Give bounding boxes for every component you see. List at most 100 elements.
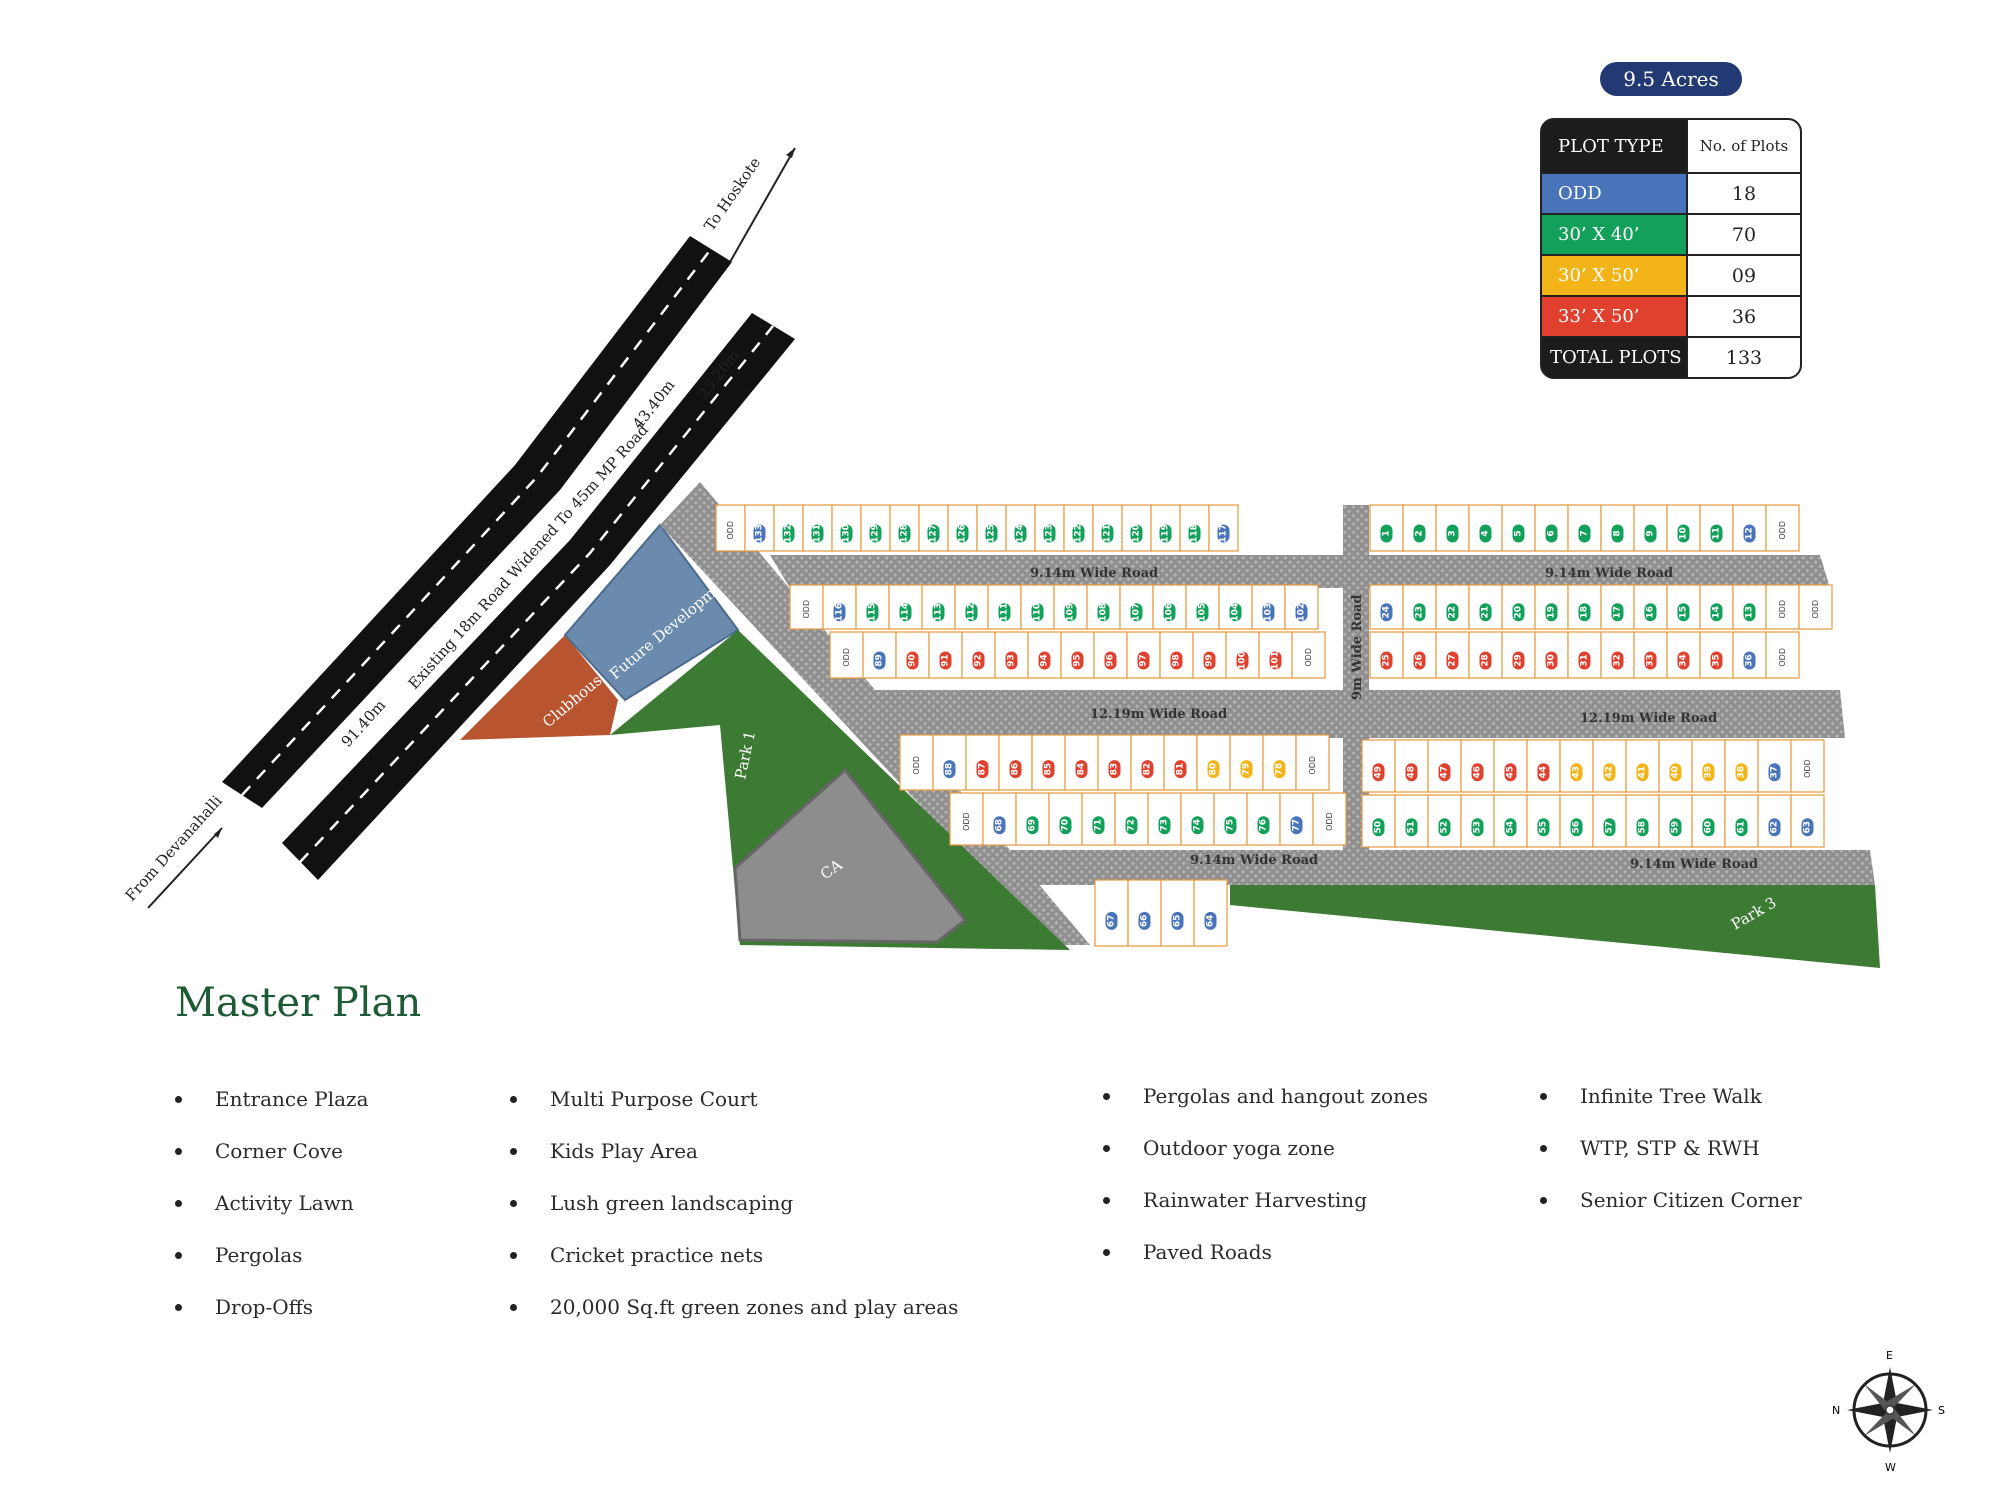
plot-number: 10 <box>1679 527 1689 540</box>
plot-number: 20 <box>1514 606 1524 619</box>
plot-badge <box>1204 911 1217 930</box>
plot-number: 5 <box>1514 530 1524 536</box>
plot: 69 <box>1015 792 1050 846</box>
plot-badge <box>1677 524 1690 543</box>
plot-number: 123 <box>1045 524 1055 543</box>
plot-badge <box>1545 524 1558 543</box>
plot-number: 86 <box>1011 763 1021 776</box>
plot: 71 <box>1081 792 1116 846</box>
plot-badge <box>1545 603 1558 622</box>
plot: 15 <box>1666 584 1701 630</box>
plot-badge <box>1043 524 1056 543</box>
plot: 29 <box>1501 631 1536 679</box>
plot: 119 <box>1150 504 1181 552</box>
plot-type-legend: PLOT TYPE No. of Plots ODD 18 30’ X 40’ … <box>1540 118 1802 379</box>
plot: 85 <box>1031 734 1066 791</box>
plot: 13 <box>1732 584 1767 630</box>
plot: 76 <box>1246 792 1281 846</box>
plot-number: 46 <box>1473 766 1483 779</box>
plot-number: 114 <box>901 603 911 622</box>
plot-number: 111 <box>1000 603 1010 622</box>
plot: 72 <box>1114 792 1149 846</box>
plot-odd-label: ODD <box>1803 759 1812 778</box>
plot-badge <box>1545 651 1558 670</box>
plot-number: 4 <box>1481 530 1491 536</box>
legend-count: 36 <box>1686 297 1800 336</box>
plot-number: 82 <box>1143 763 1153 776</box>
plot-badge <box>1380 651 1393 670</box>
plot-odd-label: ODD <box>802 600 811 619</box>
plot-badge <box>1479 524 1492 543</box>
plot-badge <box>1479 651 1492 670</box>
plot: 36 <box>1732 631 1767 679</box>
amenities-column-1: Entrance Plaza Corner Cove Activity Lawn… <box>175 1085 369 1345</box>
plot-badge <box>998 603 1011 622</box>
plot: 133 <box>744 504 775 552</box>
plot: 125 <box>976 504 1007 552</box>
plot: 53 <box>1460 794 1495 848</box>
plot: 50 <box>1361 794 1396 848</box>
plot-number: 64 <box>1206 915 1216 928</box>
plot-number: 131 <box>813 524 823 543</box>
plot: 98 <box>1159 631 1194 679</box>
plot: 124 <box>1005 504 1036 552</box>
plot: 19 <box>1534 584 1569 630</box>
plot-number: 85 <box>1044 763 1054 776</box>
amenity-item: Pergolas and hangout zones <box>1103 1082 1428 1134</box>
legend-type: 30’ X 40’ <box>1542 215 1686 254</box>
plot: 97 <box>1126 631 1161 679</box>
plot-badge <box>1710 603 1723 622</box>
plot-number: 92 <box>974 654 984 667</box>
plot-outline <box>1369 504 1404 552</box>
plot-number: 48 <box>1407 766 1417 779</box>
plot: 113 <box>921 584 956 630</box>
legend-header-count: No. of Plots <box>1686 120 1800 172</box>
plot-badge <box>1071 651 1084 670</box>
plot: 55 <box>1526 794 1561 848</box>
plot-badge <box>866 603 879 622</box>
plot-number: 120 <box>1132 524 1142 543</box>
plot-odd-label: ODD <box>1308 756 1317 775</box>
plot: 101 <box>1258 631 1293 679</box>
plot-badge <box>1504 763 1517 782</box>
plot-badge <box>1290 816 1303 835</box>
plot-number: 43 <box>1572 766 1582 779</box>
legend-count: 18 <box>1686 174 1800 213</box>
plot-badge <box>1743 524 1756 543</box>
plot: 66 <box>1127 879 1162 947</box>
master-plan-map: Existing 18m Road Widened To 45m MP Road… <box>122 147 1880 968</box>
plot: 79 <box>1229 734 1264 791</box>
plot-number: 110 <box>1033 603 1043 622</box>
amenity-item: Pergolas <box>175 1241 369 1293</box>
plot-number: 96 <box>1106 654 1116 667</box>
plot-badge <box>976 760 989 779</box>
plot-number: 8 <box>1613 530 1623 536</box>
amenities-column-2: Multi Purpose Court Kids Play Area Lush … <box>510 1085 958 1345</box>
plot-badge <box>1446 651 1459 670</box>
plot: 73 <box>1147 792 1182 846</box>
plot: 58 <box>1625 794 1660 848</box>
plot-outline <box>1765 504 1800 552</box>
plot-badge <box>1537 818 1550 837</box>
plot-badge <box>1603 763 1616 782</box>
plot-badge <box>1768 763 1781 782</box>
plot-outline <box>1765 584 1800 630</box>
plot-number: 91 <box>941 654 951 667</box>
plot-outline <box>789 584 824 630</box>
plot-number: 19 <box>1547 606 1557 619</box>
plot-number: 76 <box>1259 819 1269 832</box>
legend-type: ODD <box>1542 174 1686 213</box>
plot-number: 67 <box>1107 915 1117 928</box>
plot-number: 62 <box>1770 821 1780 834</box>
plot-outline <box>1724 794 1759 848</box>
amenity-item: Infinite Tree Walk <box>1540 1082 1802 1134</box>
plot-number: 51 <box>1407 821 1417 834</box>
plot: 28 <box>1468 631 1503 679</box>
plot: 43 <box>1559 739 1594 793</box>
plot-badge <box>1537 763 1550 782</box>
plot-badge <box>1072 524 1085 543</box>
plot-badge <box>1438 763 1451 782</box>
plot-number: 32 <box>1613 654 1623 667</box>
plot-odd-label: ODD <box>1778 600 1787 619</box>
road-label-bottom: 9.14m Wide Road <box>1190 853 1318 868</box>
